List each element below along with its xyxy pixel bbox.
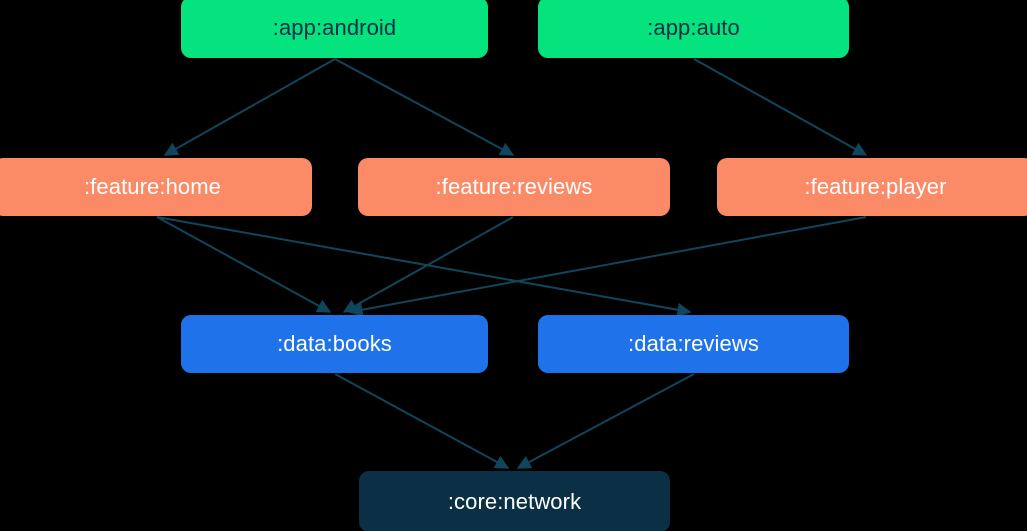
edge-data-reviews-to-core-network <box>516 373 695 469</box>
node-feature-home[interactable]: :feature:home <box>0 158 312 216</box>
node-label: :data:books <box>277 331 392 356</box>
edge-data-books-to-core-network <box>334 373 510 469</box>
node-label: :feature:player <box>804 174 947 199</box>
node-core-network[interactable]: :core:network <box>359 471 670 531</box>
node-label: :app:auto <box>647 14 740 40</box>
node-feature-player[interactable]: :feature:player <box>717 158 1027 216</box>
edge-feature-player-to-data-books <box>348 216 867 317</box>
node-label: :feature:home <box>83 174 222 199</box>
node-data-reviews[interactable]: :data:reviews <box>538 315 849 373</box>
node-label: :feature:reviews <box>435 174 593 199</box>
node-label: :app:android <box>272 14 397 40</box>
edge-app-android-to-feature-reviews <box>334 58 515 156</box>
node-app-auto[interactable]: :app:auto <box>538 0 849 58</box>
edge-app-auto-to-feature-player <box>693 58 868 156</box>
node-feature-reviews[interactable]: :feature:reviews <box>358 158 670 216</box>
node-label: :core:network <box>447 488 582 514</box>
node-label: :data:reviews <box>628 331 759 356</box>
node-data-books[interactable]: :data:books <box>181 315 488 373</box>
edge-feature-home-to-data-books <box>156 216 332 313</box>
edge-app-android-to-feature-home <box>163 58 336 156</box>
node-app-android[interactable]: :app:android <box>181 0 488 58</box>
edge-feature-home-to-data-reviews <box>156 216 692 317</box>
edge-feature-reviews-to-data-books <box>342 216 514 313</box>
